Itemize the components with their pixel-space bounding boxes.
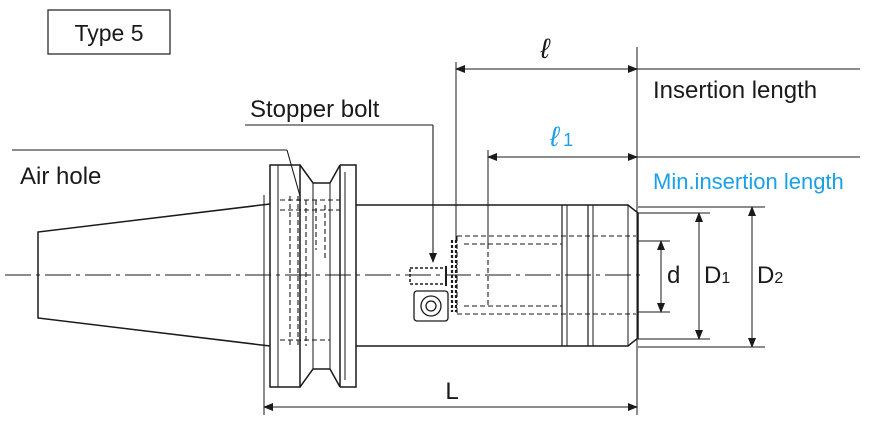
air-hole-leader-d bbox=[286, 149, 301, 197]
stopper-bolt bbox=[409, 240, 458, 312]
hidden-features bbox=[280, 196, 636, 346]
D1-label: D1 bbox=[704, 262, 730, 289]
stopper-bolt-label: Stopper bolt bbox=[250, 96, 380, 123]
air-hole-label: Air hole bbox=[20, 163, 101, 190]
L-label: L bbox=[445, 378, 458, 405]
min-insertion-length-label: Min.insertion length bbox=[653, 169, 844, 194]
stopper-bolt-leader bbox=[245, 124, 437, 263]
flange-right bbox=[340, 164, 357, 388]
holder-body bbox=[37, 164, 639, 388]
flange-left bbox=[269, 164, 301, 388]
l-label: ℓ bbox=[539, 33, 551, 64]
taper-shank bbox=[37, 203, 271, 347]
insertion-length-label: Insertion length bbox=[653, 77, 817, 104]
d-label: d bbox=[667, 262, 680, 289]
v-groove-bottom bbox=[299, 368, 341, 388]
type-label: Type 5 bbox=[74, 20, 143, 46]
type-box bbox=[47, 9, 171, 55]
D2-label: D2 bbox=[757, 262, 783, 289]
main-body bbox=[356, 204, 639, 347]
v-groove-top bbox=[299, 164, 341, 184]
side-screw bbox=[413, 290, 449, 322]
